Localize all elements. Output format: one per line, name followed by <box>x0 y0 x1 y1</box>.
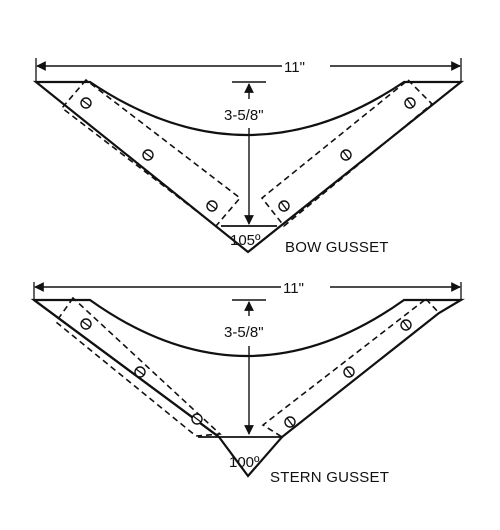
stern-right-cleat <box>261 297 441 438</box>
bow-left-cleat <box>60 78 242 228</box>
stern-screw-icon <box>284 416 296 428</box>
stern-screw-icon <box>400 319 412 331</box>
stern-screw-icon <box>80 318 92 330</box>
bow-screw-icon <box>404 97 416 109</box>
bow-width-label: 11" <box>284 59 305 76</box>
bow-screw-icon <box>206 200 218 212</box>
bow-screw-icon <box>142 149 154 161</box>
bow-angle-label: 105º <box>230 232 261 249</box>
bow-screw-icon <box>340 149 352 161</box>
bow-screw-icon <box>278 200 290 212</box>
stern-left-cleat <box>54 296 222 437</box>
stern-depth-label: 3-5/8" <box>224 324 264 341</box>
stern-left-lower-edge <box>33 299 220 438</box>
stern-screw-icon <box>343 366 355 378</box>
bow-gusset-outline <box>32 80 465 254</box>
bow-screw-icon <box>80 97 92 109</box>
bow-right-cleat <box>260 78 434 228</box>
stern-screw-icon <box>134 366 146 378</box>
bow-gusset: 11" 3-5/8" 105º BOW GUSSET <box>32 58 465 256</box>
bow-gusset-title: BOW GUSSET <box>285 239 389 256</box>
stern-width-label: 11" <box>283 280 304 297</box>
stern-angle-label: 100º <box>229 454 260 471</box>
stern-gusset: 11" 3-5/8" 100º STERN GUSSET <box>30 280 466 486</box>
stern-gusset-title: STERN GUSSET <box>270 469 389 486</box>
bow-depth-label: 3-5/8" <box>224 107 264 124</box>
stern-screw-icon <box>191 413 203 425</box>
stern-gusset-outline <box>30 298 466 478</box>
